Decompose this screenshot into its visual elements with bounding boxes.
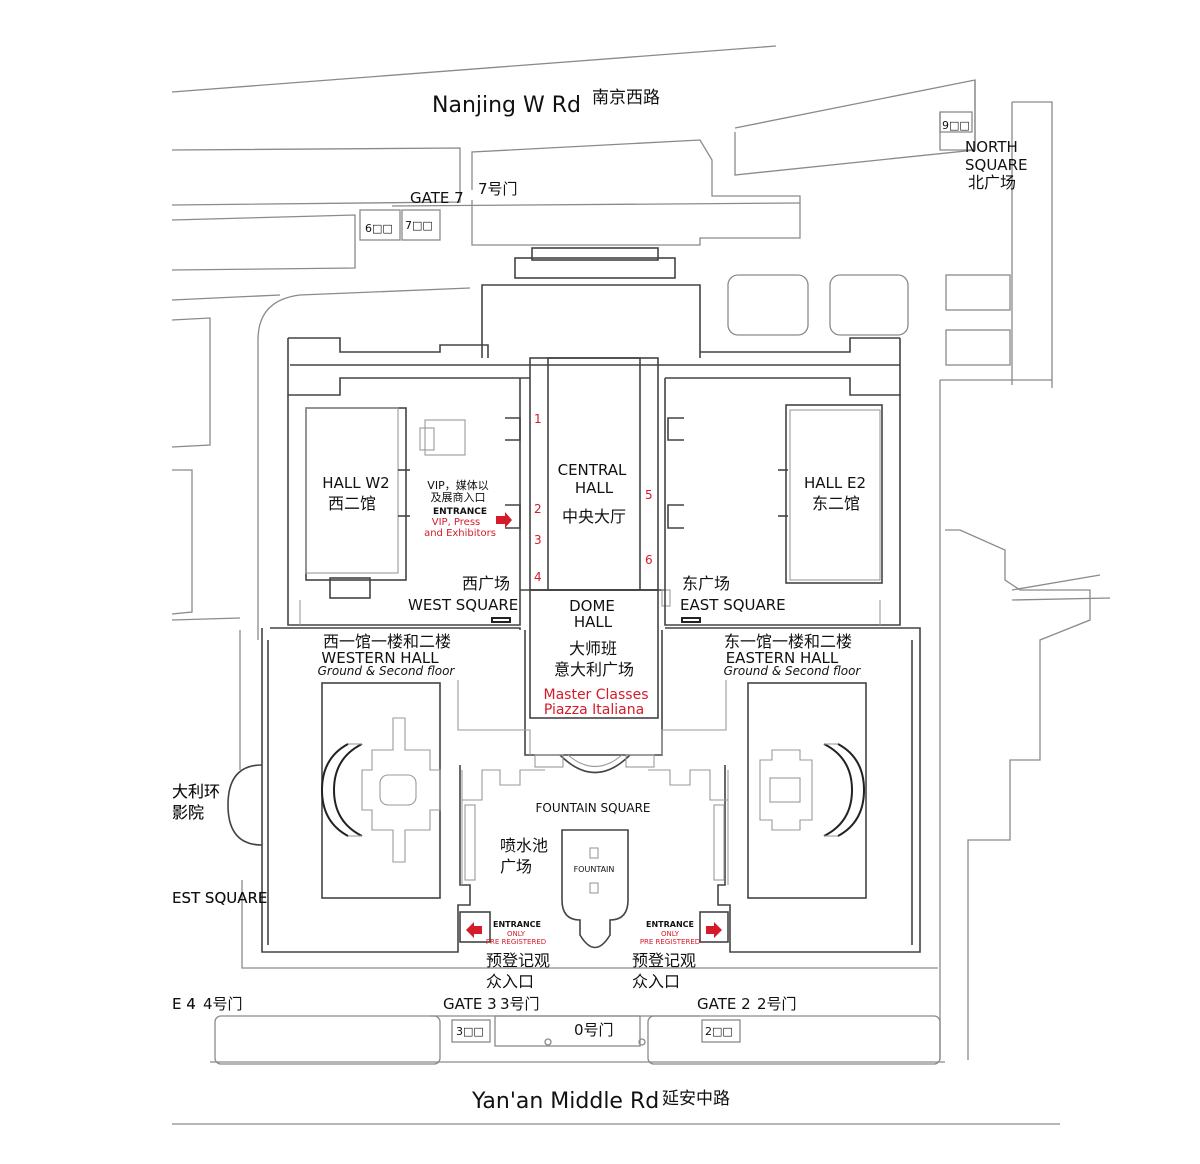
gate-2-cn: 2号门 — [757, 995, 797, 1013]
dome-hall-line1: DOME — [569, 597, 615, 615]
door-number-5: 5 — [645, 488, 653, 502]
dome-hall-red2: Piazza Italiana — [544, 702, 644, 718]
central-hall-line1: CENTRAL — [558, 461, 627, 479]
fountain-square-cn2: 广场 — [500, 857, 532, 876]
east-square-en: EAST SQUARE — [680, 596, 786, 614]
west-cinema-cn1-visible: 大利环 — [172, 782, 220, 801]
fountain-square-area — [461, 769, 729, 949]
west-entrance-arrow-icon — [466, 922, 482, 938]
box-3: 3□□ — [456, 1025, 484, 1038]
gate-7-cn: 7号门 — [478, 180, 518, 198]
road-north-cn: 南京西路 — [592, 88, 660, 108]
door-number-1: 1 — [534, 412, 542, 426]
west-square-far-label: EST SQUARE — [172, 889, 267, 907]
north-square-line1: NORTH — [965, 138, 1018, 156]
hall-w2-en: HALL W2 — [322, 474, 389, 492]
fountain-square-en: FOUNTAIN SQUARE — [535, 801, 650, 815]
north-square-cn: 北广场 — [968, 173, 1016, 192]
western-hall-floor: Ground & Second floor — [318, 664, 456, 678]
dome-hall-line2: HALL — [574, 613, 613, 631]
vip-entrance-cn1: VIP，媒体以 — [427, 478, 488, 492]
west-cinema-cn1: 大利环 — [172, 782, 220, 801]
reg-entrance-left-red1: ONLY — [507, 930, 526, 938]
north-square-line2: SQUARE — [965, 156, 1027, 174]
west-square-far-visible: EST SQUARE — [172, 889, 267, 907]
west-square-cn: 西广场 — [462, 574, 510, 593]
hall-e2-cn: 东二馆 — [812, 494, 860, 513]
eastern-hall-floor: Ground & Second floor — [724, 664, 862, 678]
left-margin-mask — [0, 0, 172, 1164]
west-square-en: WEST SQUARE — [408, 596, 518, 614]
reg-entrance-right-cn2: 众入口 — [632, 972, 680, 991]
eastern-hall-en: EASTERN HALL — [726, 649, 839, 667]
reg-entrance-left-red2: PRE REGISTERED — [486, 938, 546, 946]
reg-entrance-left-cn1: 预登记观 — [486, 951, 550, 970]
east-square-cn: 东广场 — [682, 574, 730, 593]
entrance-arrows — [466, 512, 722, 938]
door-number-2: 2 — [534, 502, 542, 516]
fountain-label: FOUNTAIN — [574, 865, 615, 874]
dome-hall-building — [524, 589, 663, 774]
vip-entrance-cn2: 及展商入口 — [431, 490, 486, 504]
box-6: 6□□ — [365, 222, 393, 235]
vip-entrance-title: ENTRANCE — [433, 507, 487, 517]
western-hall-building — [227, 627, 531, 953]
gate-3-label: GATE 3 — [443, 995, 497, 1013]
gate-4-label-visible: E 4 — [172, 995, 196, 1013]
street-lines — [171, 45, 1111, 1125]
eastern-hall-building — [661, 627, 921, 953]
east-entrance-arrow-icon — [706, 922, 722, 938]
western-hall-cn: 西一馆一楼和二楼 — [323, 632, 451, 651]
road-south-cn: 延安中路 — [662, 1089, 730, 1109]
dome-hall-cn2: 意大利广场 — [554, 660, 634, 679]
hall-w2-building — [287, 378, 521, 626]
dome-hall-cn1: 大师班 — [569, 639, 617, 658]
door-number-4: 4 — [534, 570, 542, 584]
gate-0-cn: 0号门 — [574, 1021, 614, 1039]
central-top-block — [287, 247, 901, 396]
road-south-en: Yan'an Middle Rd — [471, 1089, 659, 1114]
hall-e2-building — [664, 378, 901, 626]
dome-hall-red1: Master Classes — [544, 687, 649, 703]
reg-entrance-left-title: ENTRANCE — [493, 920, 541, 929]
road-north-en: Nanjing W Rd — [432, 93, 581, 118]
gate-4-label: E 4 — [172, 995, 196, 1013]
door-number-6: 6 — [645, 553, 653, 567]
reg-entrance-right-title: ENTRANCE — [646, 920, 694, 929]
central-hall-cn: 中央大厅 — [562, 507, 626, 526]
gate-4-cn: 4号门 — [203, 995, 243, 1013]
west-cinema-cn2: 影院 — [172, 803, 204, 822]
vip-entrance-arrow-icon — [496, 512, 512, 528]
hall-e2-en: HALL E2 — [804, 474, 866, 492]
western-hall-en: WESTERN HALL — [321, 649, 439, 667]
gate-3-cn: 3号门 — [500, 995, 540, 1013]
gate-7-label: GATE 7 — [410, 189, 464, 207]
vip-entrance-red1: VIP, Press — [432, 517, 481, 528]
central-hall-line2: HALL — [575, 479, 614, 497]
reg-entrance-left-cn2: 众入口 — [486, 972, 534, 991]
fountain-square-cn1: 喷水池 — [500, 836, 548, 855]
box-7: 7□□ — [405, 219, 433, 232]
reg-entrance-right-red1: ONLY — [661, 930, 680, 938]
eastern-hall-cn: 东一馆一楼和二楼 — [724, 632, 852, 651]
west-cinema-cn2-visible: 影院 — [172, 803, 204, 822]
reg-entrance-right-cn1: 预登记观 — [632, 951, 696, 970]
box-2: 2□□ — [705, 1025, 733, 1038]
hall-w2-cn: 西二馆 — [328, 494, 376, 513]
box-9: 9□□ — [942, 119, 970, 132]
gate-2-label: GATE 2 — [697, 995, 751, 1013]
vip-entrance-red2: and Exhibitors — [424, 528, 496, 539]
reg-entrance-right-red2: PRE REGISTERED — [640, 938, 700, 946]
door-number-3: 3 — [534, 533, 542, 547]
